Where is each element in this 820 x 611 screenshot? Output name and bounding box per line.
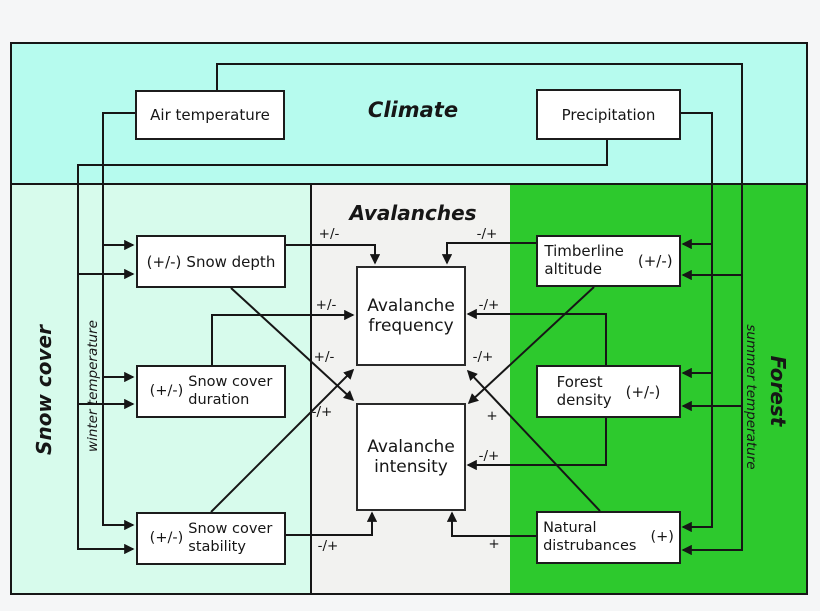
node-label-line2: intensity (374, 457, 448, 477)
winter-temperature-label: winter temperature (85, 320, 101, 452)
node-avalanche-intensity: Avalanche intensity (356, 403, 466, 511)
region-title-snow-cover: Snow cover (32, 325, 56, 455)
node-label: Natural distrubances (543, 520, 636, 554)
edge-label-disturbances-frequency: -/+ (472, 349, 494, 365)
node-sign: (+/-) (146, 252, 182, 271)
region-avalanches (310, 185, 512, 593)
node-label: Timberline altitude (544, 243, 623, 278)
node-sign: (+/-) (149, 382, 184, 399)
node-label-line1: Forest (556, 372, 603, 391)
node-label-line2: duration (188, 391, 250, 408)
node-label: Air temperature (150, 106, 270, 124)
region-title-avalanches: Avalanches (349, 201, 477, 225)
edge-label-disturbances-intensity: + (488, 536, 500, 552)
node-label: Snow cover duration (188, 374, 272, 408)
summer-temperature-label: summer temperature (743, 324, 759, 470)
node-label-line1: Timberline (544, 242, 624, 261)
node-precipitation: Precipitation (536, 89, 681, 140)
node-natural-disturbances: Natural distrubances (+) (536, 511, 681, 564)
node-label-line2: distrubances (543, 537, 637, 554)
edge-label-duration-frequency: +/- (315, 297, 337, 313)
node-label-line1: Snow cover (188, 374, 273, 391)
node-sign: (+/-) (637, 252, 673, 270)
node-forest-density: Forest density (+/-) (536, 365, 681, 418)
edge-label-density-frequency: -/+ (478, 297, 500, 313)
node-label-line2: altitude (544, 260, 602, 278)
node-label: Precipitation (561, 105, 656, 124)
edge-label-timberline-frequency: -/+ (476, 226, 498, 242)
edge-label-density-intensity: -/+ (478, 448, 500, 464)
node-label: Snow cover stability (188, 521, 272, 555)
node-snow-depth: (+/-) Snow depth (136, 235, 286, 288)
node-sign: (+/-) (149, 529, 184, 546)
node-label: Snow depth (186, 252, 276, 271)
node-label-line1: Avalanche (367, 295, 455, 316)
edge-label-snowdepth-frequency: +/- (318, 226, 340, 242)
node-air-temperature: Air temperature (135, 90, 285, 140)
region-title-climate: Climate (367, 98, 459, 122)
node-label-line2: density (556, 390, 612, 409)
node-sign: (+) (650, 528, 674, 545)
node-label-line1: Natural (543, 520, 597, 537)
node-label-line1: Snow cover (188, 521, 273, 538)
node-snow-cover-stability: (+/-) Snow cover stability (136, 512, 286, 565)
node-snow-cover-duration: (+/-) Snow cover duration (136, 365, 286, 418)
node-label-line2: frequency (368, 316, 454, 336)
node-avalanche-frequency: Avalanche frequency (356, 266, 466, 366)
node-label: Forest density (556, 372, 612, 409)
region-title-forest: Forest (766, 355, 790, 427)
edge-label-stability-frequency: +/- (313, 349, 335, 365)
node-sign: (+/-) (625, 382, 661, 401)
node-label-line2: stability (188, 538, 246, 555)
edge-label-timberline-intensity: + (486, 408, 498, 424)
node-label: Avalanche frequency (367, 296, 455, 336)
node-label: Avalanche intensity (367, 437, 455, 477)
edge-label-stability-intensity: -/+ (317, 538, 339, 554)
node-timberline-altitude: Timberline altitude (+/-) (536, 235, 681, 287)
edge-label-snowdepth-intensity: -/+ (311, 404, 333, 420)
node-label-line1: Avalanche (367, 436, 455, 457)
